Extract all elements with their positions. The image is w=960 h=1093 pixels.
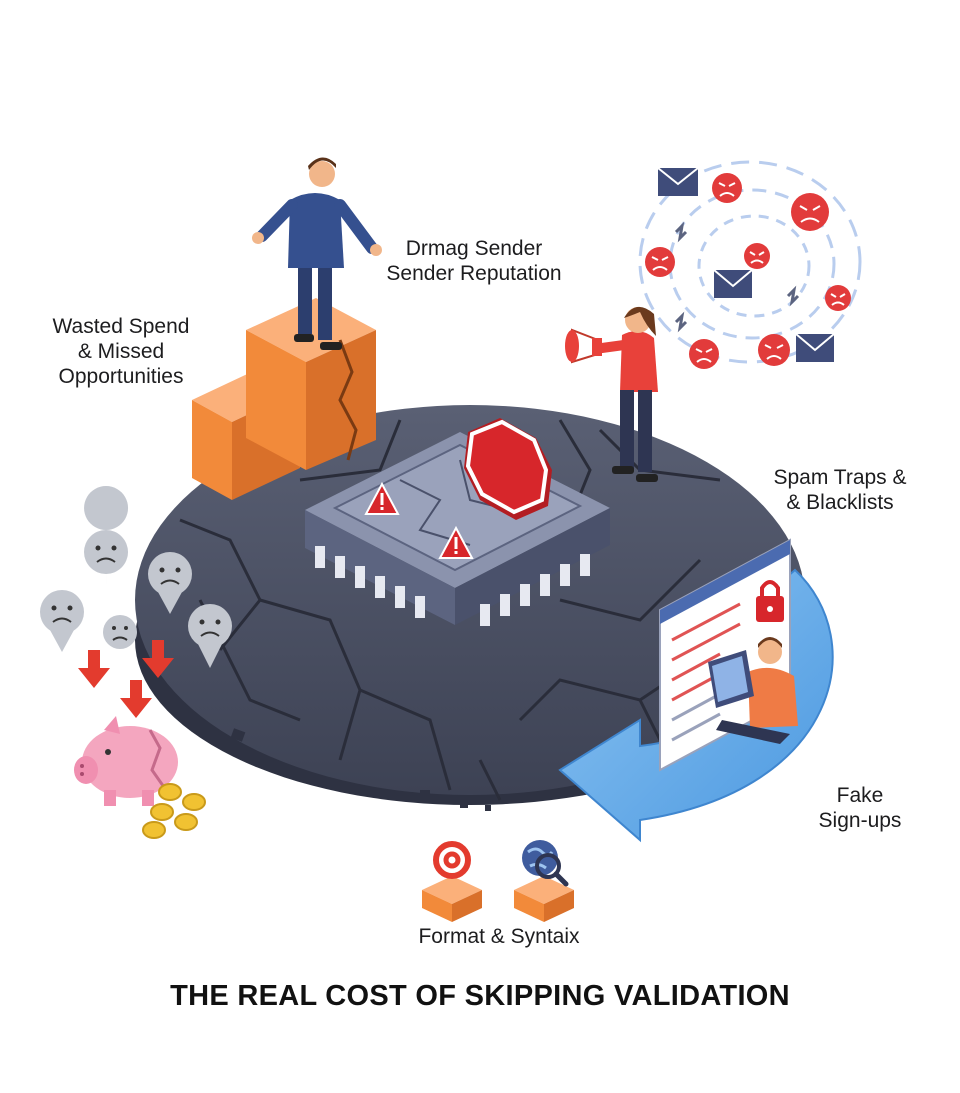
angry-face-icon: [712, 173, 742, 203]
spam-swirl: [638, 160, 862, 369]
label-line: Sender Reputation: [386, 262, 562, 285]
processor-chip: [305, 418, 610, 626]
sad-face-icon: [103, 615, 137, 649]
envelope-icon: [657, 167, 699, 196]
angry-face-icon: [689, 339, 719, 369]
label-line: Sign-ups: [818, 809, 902, 832]
sad-face-icon: [188, 604, 232, 668]
coin-icon: [182, 793, 206, 811]
down-arrows: [78, 640, 174, 718]
label-line: Format & Syntaix: [418, 925, 580, 948]
orange-blocks: [192, 298, 376, 500]
label-line: Spam Traps &: [773, 466, 907, 489]
at-sign-icon: [433, 841, 471, 879]
envelope-icon: [795, 333, 835, 362]
warning-icon: [364, 481, 400, 515]
label-format-syntax: Format & Syntaix: [394, 924, 604, 949]
label-line: Wasted Spend: [52, 315, 190, 338]
down-arrow-icon: [142, 640, 174, 678]
chip-pins: [315, 546, 590, 626]
coin-icon: [174, 813, 198, 831]
lock-icon: [756, 580, 784, 622]
label-fake-signups: Fake Sign-ups: [800, 783, 920, 833]
angry-face-icon: [744, 243, 770, 269]
label-line: Fake: [836, 784, 884, 807]
angry-face-icon: [791, 193, 829, 231]
format-boxes: [422, 840, 574, 922]
warning-icon: [438, 525, 474, 559]
angry-face-icon: [825, 285, 851, 311]
sad-face-icon: [84, 486, 129, 590]
laptop-icon: [708, 650, 754, 708]
woman-figure: [565, 306, 658, 482]
angry-face-icon: [758, 334, 790, 366]
envelope-icon: [713, 269, 753, 298]
label-wasted-spend: Wasted Spend & Missed Opportunities: [36, 314, 206, 389]
sad-face-icon: [148, 552, 192, 614]
coin-icon: [150, 803, 174, 821]
megaphone-icon: [565, 328, 602, 364]
piggy-bank-icon: [74, 716, 178, 806]
label-line: Drmag Sender: [405, 237, 543, 260]
angry-face-icon: [645, 247, 675, 277]
page-title: THE REAL COST OF SKIPPING VALIDATION: [170, 980, 790, 1012]
down-arrow-icon: [78, 650, 110, 688]
label-sender-reputation: Drmag Sender Sender Reputation: [366, 236, 582, 286]
label-line: & Blacklists: [786, 491, 894, 514]
coins-pile: [142, 783, 206, 839]
magnifier-icon: [535, 853, 569, 887]
sad-faces-group: [40, 486, 232, 668]
laptop-man-figure: [708, 637, 798, 744]
platform-debris: [230, 728, 491, 811]
businessman-figure: [252, 157, 382, 350]
down-arrow-icon: [120, 680, 152, 718]
stop-sign-icon: [464, 418, 552, 520]
label-line: Opportunities: [58, 365, 184, 388]
coin-icon: [142, 821, 166, 839]
sad-face-icon: [40, 590, 84, 652]
label-spam-traps: Spam Traps & & Blacklists: [760, 465, 920, 515]
coin-icon: [158, 783, 182, 801]
label-line: & Missed: [77, 340, 165, 363]
